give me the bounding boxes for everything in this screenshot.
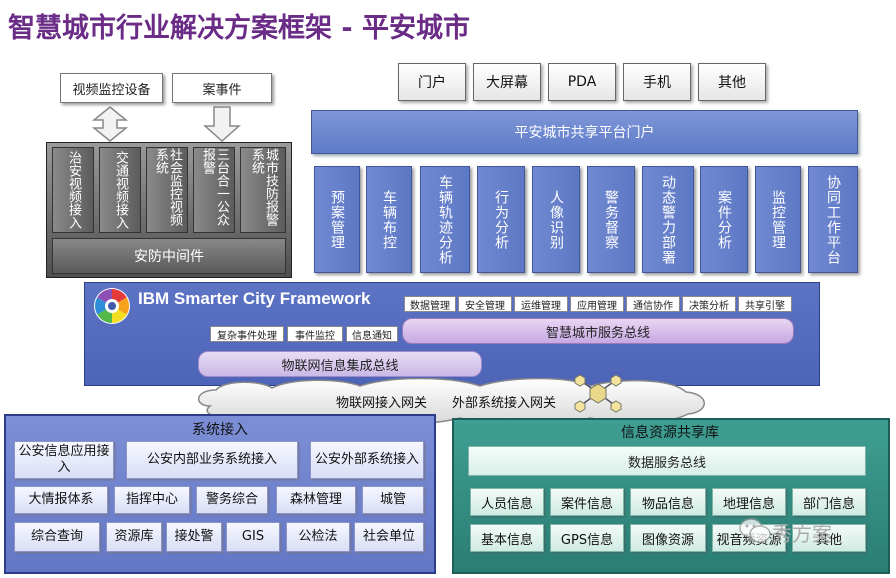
urban-management: 城管: [362, 486, 424, 514]
app-vehicle-track: 车辆轨迹分析: [420, 166, 470, 273]
comprehensive-query: 综合查询: [14, 522, 100, 552]
iot-integration-bus: 物联网信息集成总线: [198, 351, 482, 377]
security-column: 城市技防报警系统: [240, 147, 286, 233]
module-event-monitor: 事件监控: [287, 326, 343, 342]
department-info: 部门信息: [792, 488, 866, 516]
incident-box: 案事件: [172, 73, 272, 103]
terminal-mobile: 手机: [623, 63, 691, 101]
module-sharing-engine: 共享引擎: [738, 296, 792, 312]
module-communication: 通信协作: [626, 296, 680, 312]
app-case-analysis: 案件分析: [700, 166, 748, 273]
social-units: 社会单位: [354, 522, 424, 552]
security-middleware: 安防中间件: [52, 238, 286, 274]
iot-gateway-label: 物联网接入网关: [336, 396, 428, 411]
app-vehicle-control: 车辆布控: [366, 166, 412, 273]
person-info: 人员信息: [470, 488, 544, 516]
video-surveillance-device: 视频监控设备: [60, 73, 163, 103]
network-hub-icon: [574, 374, 622, 413]
police-internal-access: 公安内部业务系统接入: [126, 441, 298, 479]
watermark-text: 秀方案: [772, 522, 832, 546]
down-arrow-icon: [203, 106, 241, 142]
module-data-management: 数据管理: [404, 296, 456, 312]
geo-info: 地理信息: [712, 488, 786, 516]
module-complex-event: 复杂事件处理: [210, 326, 284, 342]
app-collaboration: 协同工作平台: [808, 166, 858, 273]
app-dynamic-deployment: 动态警力部署: [642, 166, 694, 273]
police-info-access: 公安信息应用接入: [14, 441, 114, 479]
external-gateway-label: 外部系统接入网关: [452, 396, 557, 411]
app-behavior-analysis: 行为分析: [477, 166, 525, 273]
command-center: 指挥中心: [114, 486, 190, 514]
gis-system: GIS: [226, 522, 280, 552]
security-column: 三台合一公众报警: [193, 147, 235, 233]
app-police-inspection: 警务督察: [587, 166, 635, 273]
page-title: 智慧城市行业解决方案框架 - 平安城市: [8, 13, 471, 44]
double-arrow-icon: [91, 106, 129, 142]
security-column: 交通视频接入: [99, 147, 141, 233]
wechat-icon: [739, 518, 771, 543]
terminal-pda: PDA: [548, 63, 616, 101]
ibm-framework-title: IBM Smarter City Framework: [138, 289, 371, 308]
resource-library: 资源库: [106, 522, 162, 552]
gps-info: GPS信息: [550, 524, 624, 552]
smart-city-service-bus: 智慧城市服务总线: [402, 318, 794, 344]
module-app-management: 应用管理: [570, 296, 624, 312]
app-monitor-management: 监控管理: [755, 166, 801, 273]
police-comprehensive: 警务综合: [196, 486, 268, 514]
data-service-bus: 数据服务总线: [468, 446, 866, 476]
basic-info: 基本信息: [470, 524, 544, 552]
shared-platform-portal: 平安城市共享平台门户: [311, 110, 858, 154]
module-ops-management: 运维管理: [514, 296, 568, 312]
alarm-handling: 接处警: [166, 522, 222, 552]
terminal-big-screen: 大屏幕: [473, 63, 541, 101]
module-security-management: 安全管理: [458, 296, 512, 312]
judicial-system: 公检法: [286, 522, 350, 552]
police-external-access: 公安外部系统接入: [310, 441, 424, 479]
security-column: 社会监控视频系统: [146, 147, 188, 233]
case-info: 案件信息: [550, 488, 624, 516]
app-face-recognition: 人像识别: [532, 166, 580, 273]
security-column: 治安视频接入: [52, 147, 94, 233]
image-resources: 图像资源: [630, 524, 706, 552]
forest-management: 森林管理: [276, 486, 356, 514]
system-access-title: 系统接入: [192, 422, 248, 438]
app-plan-management: 预案管理: [314, 166, 360, 273]
module-info-notify: 信息通知: [346, 326, 398, 342]
terminal-portal: 门户: [398, 63, 466, 101]
other-resources: 其他: [792, 524, 866, 552]
item-info: 物品信息: [630, 488, 706, 516]
module-decision-analysis: 决策分析: [682, 296, 736, 312]
resource-library-title: 信息资源共享库: [621, 425, 719, 441]
terminal-other: 其他: [698, 63, 766, 101]
intelligence-system: 大情报体系: [14, 486, 108, 514]
ibm-logo-icon: [94, 288, 130, 324]
